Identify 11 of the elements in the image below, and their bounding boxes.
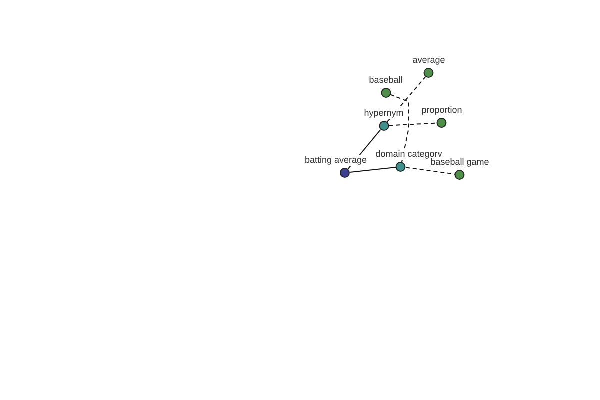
node-label: batting average [304,155,368,166]
connector-line [386,76,426,123]
node-label: hypernym [364,108,404,119]
node-label: average [412,55,446,66]
node-label: baseball game [430,157,490,168]
node-label: proportion [422,105,462,116]
connector-line [349,167,397,173]
connector-line [388,122,438,126]
connector-line [390,94,410,163]
node-label: baseball [369,75,403,86]
node-label: domain category [376,149,442,160]
